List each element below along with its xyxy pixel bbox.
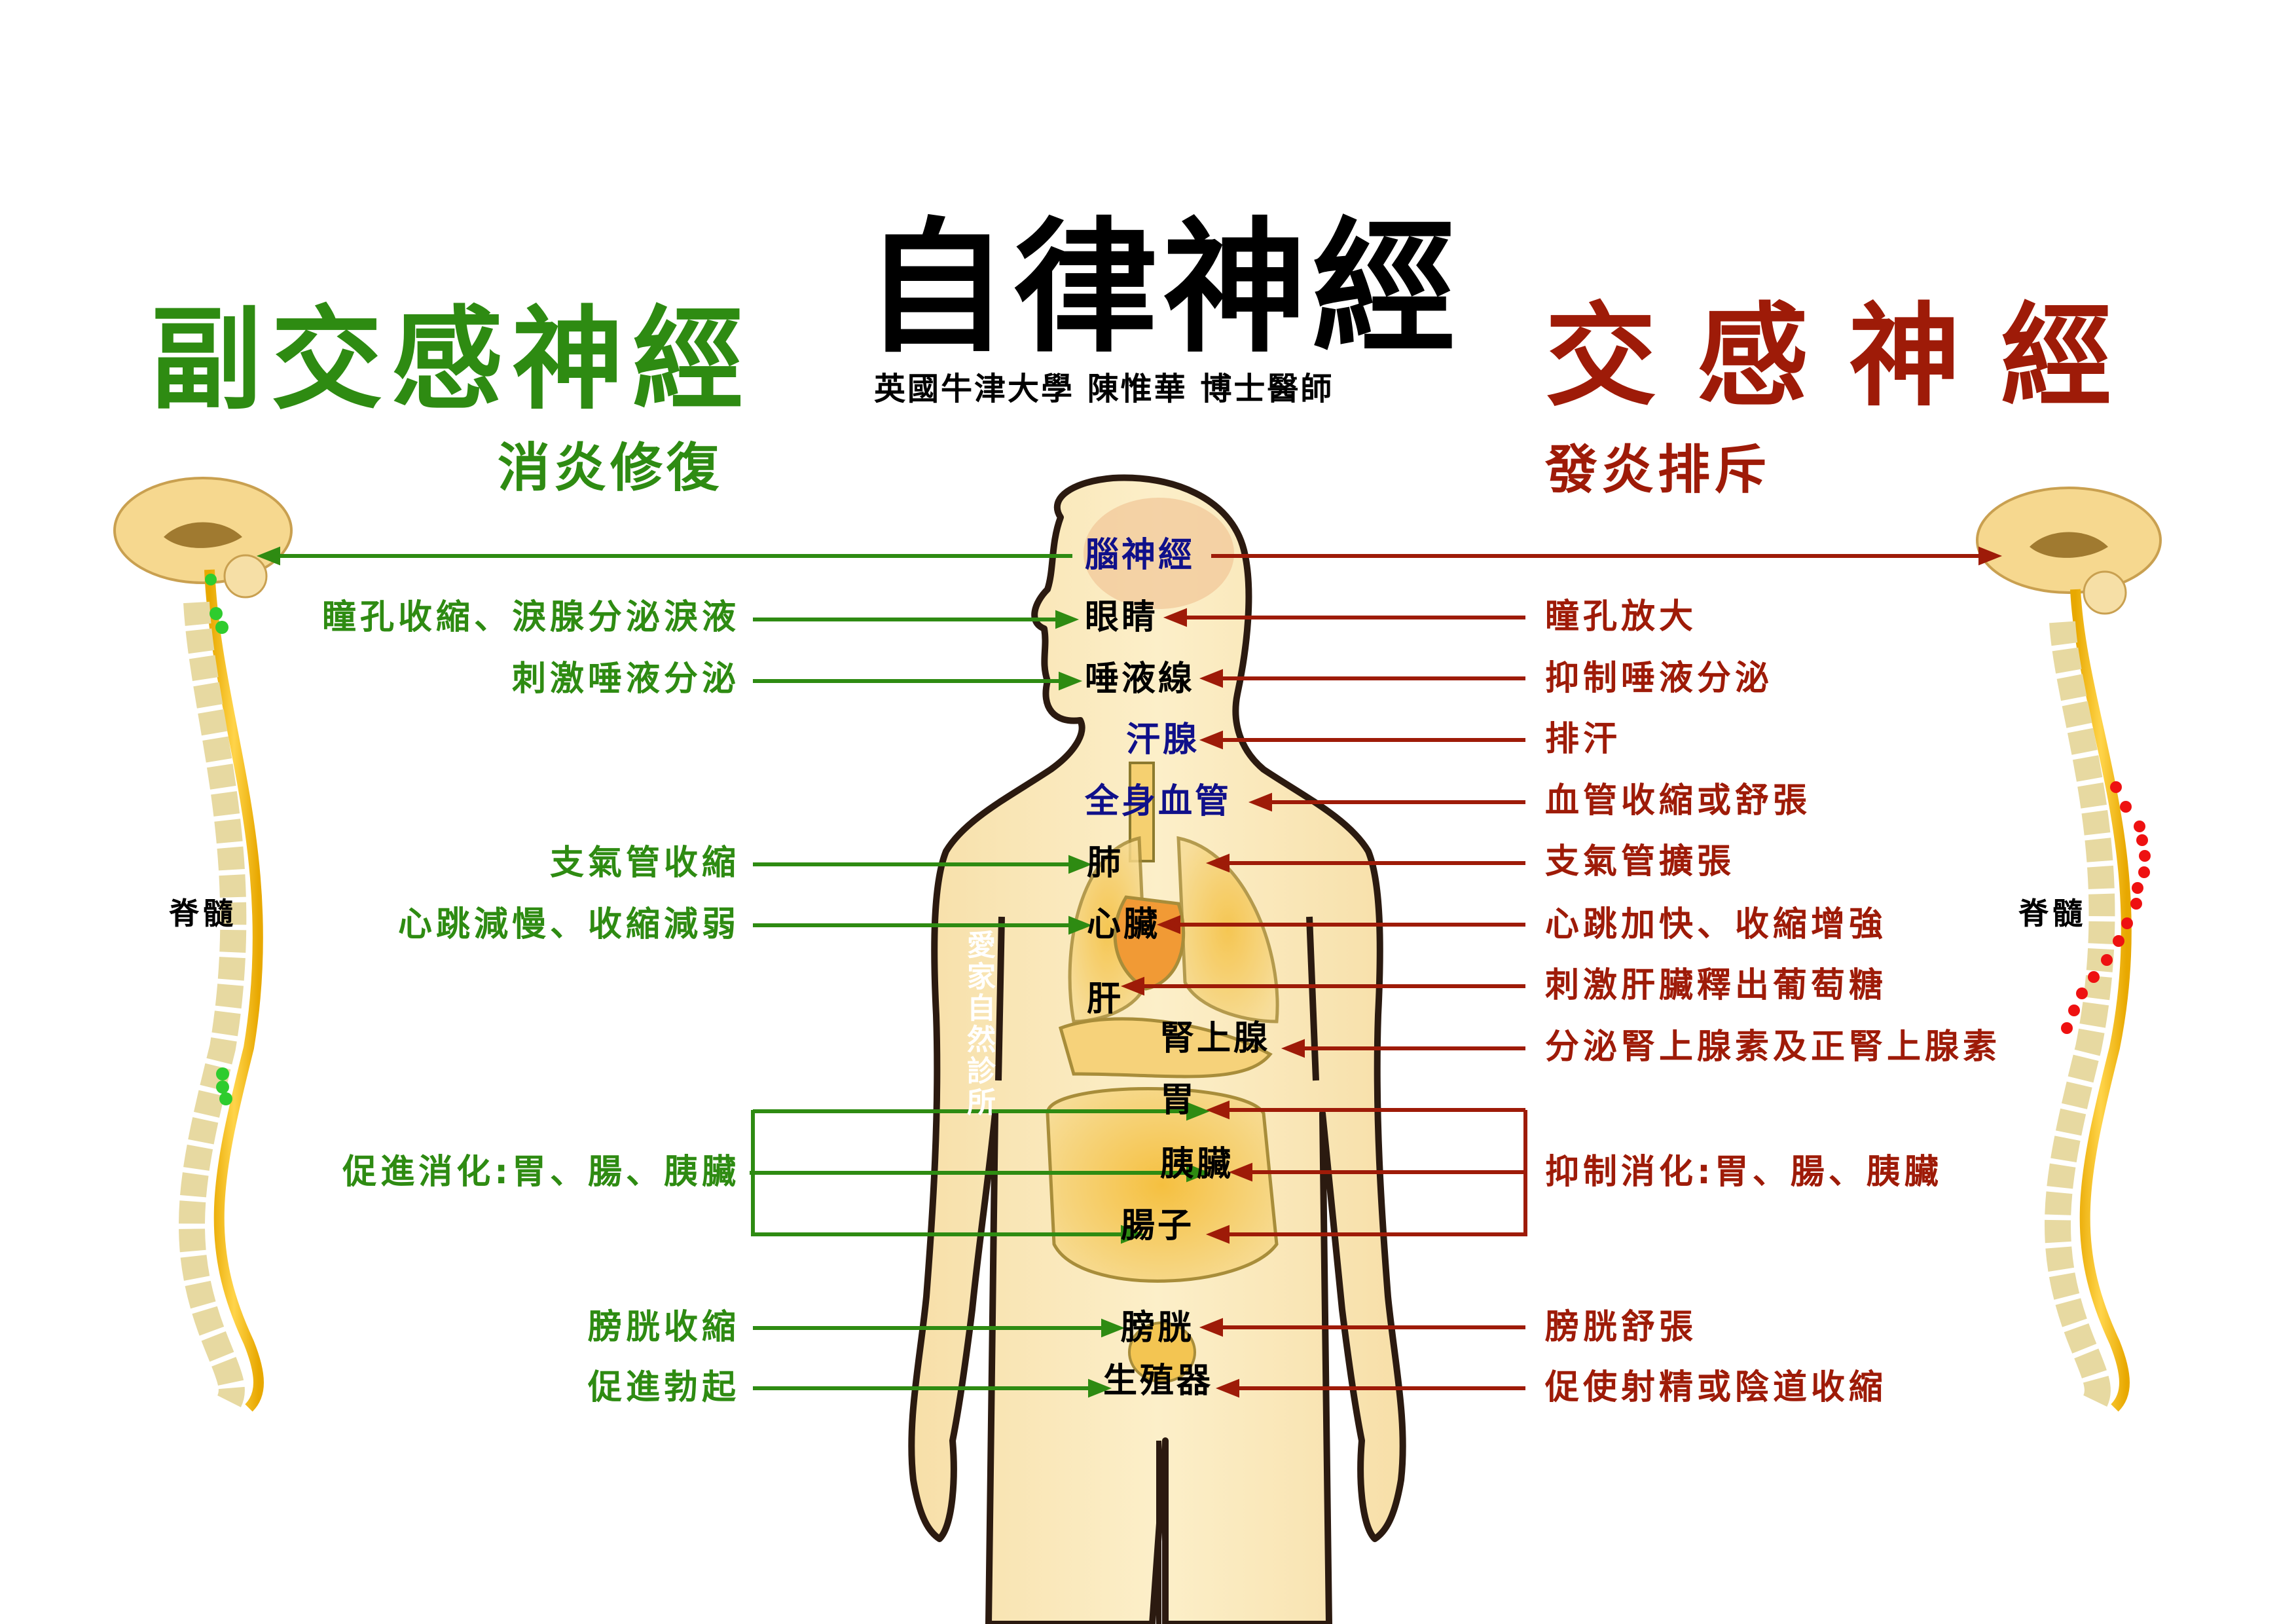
organ-label-sweat-gland: 汗腺 — [1126, 720, 1200, 760]
sympathetic-subtitle: 發炎排斥 — [1545, 439, 1770, 500]
parasympathetic-title: 副交感神經 — [151, 295, 754, 425]
organ-label-lung: 肺 — [1087, 843, 1124, 883]
symp-effect-adrenal: 分泌腎上腺素及正腎上腺素 — [1545, 1027, 2001, 1067]
organ-label-heart: 心臟 — [1087, 905, 1161, 944]
organ-label-blood-vessels: 全身血管 — [1085, 782, 1232, 821]
organ-label-adrenal: 腎上腺 — [1160, 1019, 1271, 1058]
organ-label-brain: 腦神經 — [1085, 536, 1195, 575]
symp-effect-sweat: 排汗 — [1545, 720, 1622, 759]
organ-label-genitals: 生殖器 — [1103, 1361, 1214, 1401]
symp-effect-lung: 支氣管擴張 — [1545, 842, 1736, 881]
organ-label-eyes: 眼睛 — [1085, 598, 1159, 637]
para-effect-genitals: 促進勃起 — [587, 1368, 740, 1407]
spinal-cord-label-right: 脊髓 — [2018, 896, 2086, 931]
symp-effect-genitals: 促使射精或陰道收縮 — [1545, 1368, 1887, 1407]
page-title: 自律神經 — [864, 204, 1462, 372]
spinal-cord-label-left: 脊髓 — [169, 896, 237, 931]
symp-effect-salivary: 抑制唾液分泌 — [1545, 659, 1774, 698]
parasympathetic-subtitle: 消炎修復 — [498, 437, 723, 498]
symp-effect-digestion: 抑制消化:胃、腸、胰臟 — [1545, 1153, 1942, 1192]
para-effect-heart: 心跳減慢、收縮減弱 — [397, 905, 740, 944]
para-effect-salivary: 刺激唾液分泌 — [511, 659, 740, 699]
organ-label-liver: 肝 — [1087, 980, 1124, 1019]
symp-effect-vessels: 血管收縮或舒張 — [1545, 781, 1812, 821]
symp-effect-liver: 刺激肝臟釋出葡萄糖 — [1545, 966, 1887, 1005]
organ-label-intestine: 腸子 — [1121, 1206, 1195, 1246]
sympathetic-arrows — [1120, 546, 2003, 1398]
right-brain-spine-illustration — [1976, 487, 2162, 1412]
clinic-watermark: 愛家自然診所 — [962, 930, 995, 1118]
left-brain-spine-illustration — [113, 477, 293, 1412]
sympathetic-title: 交感神經 — [1545, 292, 2153, 422]
author-subtitle: 英國牛津大學 陳惟華 博士醫師 — [874, 371, 1334, 407]
parasympathetic-arrows — [256, 546, 1211, 1398]
para-effect-lung: 支氣管收縮 — [549, 843, 740, 883]
organ-label-salivary-gland: 唾液線 — [1085, 659, 1195, 699]
para-effect-digestion: 促進消化:胃、腸、胰臟 — [342, 1153, 740, 1192]
symp-effect-bladder: 膀胱舒張 — [1545, 1308, 1698, 1347]
organ-label-stomach: 胃 — [1160, 1080, 1197, 1120]
organ-label-pancreas: 胰臟 — [1160, 1145, 1234, 1184]
organ-label-bladder: 膀胱 — [1121, 1308, 1195, 1348]
symp-effect-eyes: 瞳孔放大 — [1545, 597, 1698, 637]
para-effect-eyes: 瞳孔收縮、淚腺分泌淚液 — [321, 598, 740, 637]
symp-effect-heart: 心跳加快、收縮增強 — [1545, 905, 1887, 944]
para-effect-bladder: 膀胱收縮 — [587, 1308, 740, 1347]
